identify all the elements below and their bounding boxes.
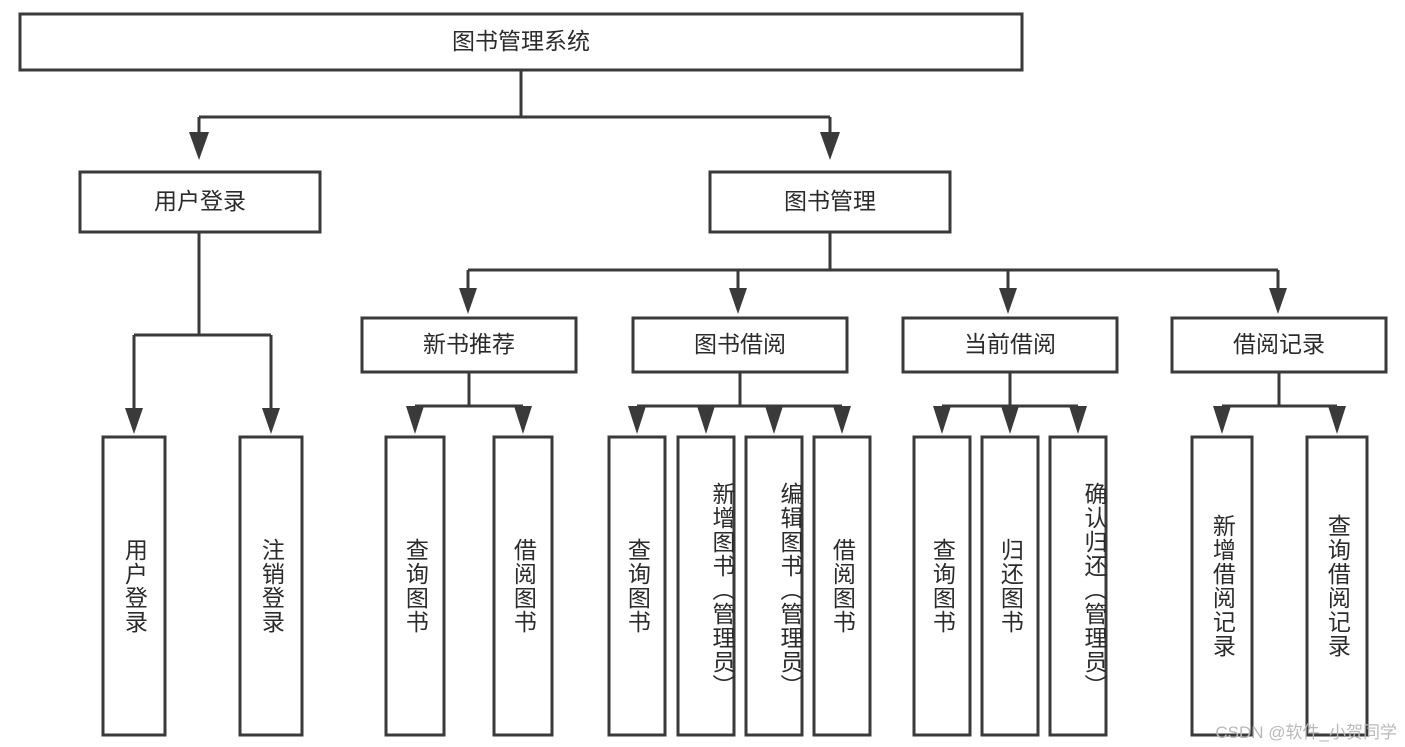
arrow-head-book-manage bbox=[820, 132, 840, 160]
node-current-borrow[interactable]: 当前借阅 bbox=[901, 316, 1119, 374]
node-book-borrow-box[interactable] bbox=[631, 316, 849, 374]
arrow-head-borrow-record bbox=[1269, 288, 1287, 314]
node-book-manage-box[interactable] bbox=[708, 170, 952, 234]
node-root-box[interactable] bbox=[18, 12, 1024, 72]
arrow-head-cb-leaf-3 bbox=[1069, 406, 1087, 434]
arrow-head-cb-leaf-1 bbox=[933, 406, 951, 434]
node-root-label: 图书管理系统 bbox=[452, 28, 590, 54]
node-borrow-record[interactable]: 借阅记录 bbox=[1170, 316, 1388, 374]
node-current-borrow-box[interactable] bbox=[901, 316, 1119, 374]
leaf-box-cb-2[interactable] bbox=[980, 435, 1040, 737]
node-current-borrow-label: 当前借阅 bbox=[964, 331, 1056, 357]
node-user-login-label: 用户登录 bbox=[154, 188, 246, 214]
leaf-box-br-2[interactable] bbox=[1305, 435, 1369, 737]
leaf-box-cb-1[interactable] bbox=[912, 435, 972, 737]
leaf-box-br-1[interactable] bbox=[1190, 435, 1254, 737]
arrow-head-br-leaf-2 bbox=[1328, 406, 1346, 434]
arrow-head-user-login-leaf-1 bbox=[125, 408, 143, 434]
node-new-book-recommend-box[interactable] bbox=[360, 316, 578, 374]
watermark-text: CSDN @软件_小贺同学 bbox=[1215, 723, 1397, 742]
node-book-borrow[interactable]: 图书借阅 bbox=[631, 316, 849, 374]
arrow-head-current-borrow bbox=[999, 288, 1017, 314]
arrow-head-nbr-leaf-1 bbox=[406, 406, 424, 434]
node-book-borrow-label: 图书借阅 bbox=[694, 331, 786, 357]
arrow-head-bb-leaf-3 bbox=[765, 406, 783, 434]
leaf-box-bb-3[interactable] bbox=[744, 435, 804, 737]
arrow-head-bb-leaf-1 bbox=[628, 406, 646, 434]
node-borrow-record-label: 借阅记录 bbox=[1233, 331, 1325, 357]
node-borrow-record-box[interactable] bbox=[1170, 316, 1388, 374]
leaf-box-bb-1[interactable] bbox=[607, 435, 667, 737]
node-new-book-recommend[interactable]: 新书推荐 bbox=[360, 316, 578, 374]
leaf-box-nbr-1[interactable] bbox=[384, 435, 446, 737]
leaf-box-bb-2[interactable] bbox=[676, 435, 736, 737]
leaf-box-user-login-1[interactable] bbox=[101, 435, 167, 737]
node-book-manage-label: 图书管理 bbox=[784, 188, 876, 214]
arrow-head-nbr-leaf-2 bbox=[514, 406, 532, 434]
arrow-head-new-book-recommend bbox=[459, 288, 477, 314]
node-user-login[interactable]: 用户登录 bbox=[78, 170, 322, 234]
leaf-box-user-login-2[interactable] bbox=[238, 435, 304, 737]
arrow-head-cb-leaf-2 bbox=[1001, 406, 1019, 434]
node-root[interactable]: 图书管理系统 bbox=[18, 12, 1024, 72]
leaf-box-bb-4[interactable] bbox=[812, 435, 872, 737]
arrow-head-br-leaf-1 bbox=[1213, 406, 1231, 434]
arrow-head-user-login-leaf-2 bbox=[262, 408, 280, 434]
leaf-box-nbr-2[interactable] bbox=[492, 435, 554, 737]
node-new-book-recommend-label: 新书推荐 bbox=[423, 331, 515, 357]
arrow-head-bb-leaf-2 bbox=[697, 406, 715, 434]
node-book-manage[interactable]: 图书管理 bbox=[708, 170, 952, 234]
leaf-box-cb-3[interactable] bbox=[1048, 435, 1108, 737]
arrow-head-book-borrow bbox=[729, 288, 747, 314]
arrow-head-bb-leaf-4 bbox=[833, 406, 851, 434]
arrow-head-user-login bbox=[189, 132, 209, 160]
